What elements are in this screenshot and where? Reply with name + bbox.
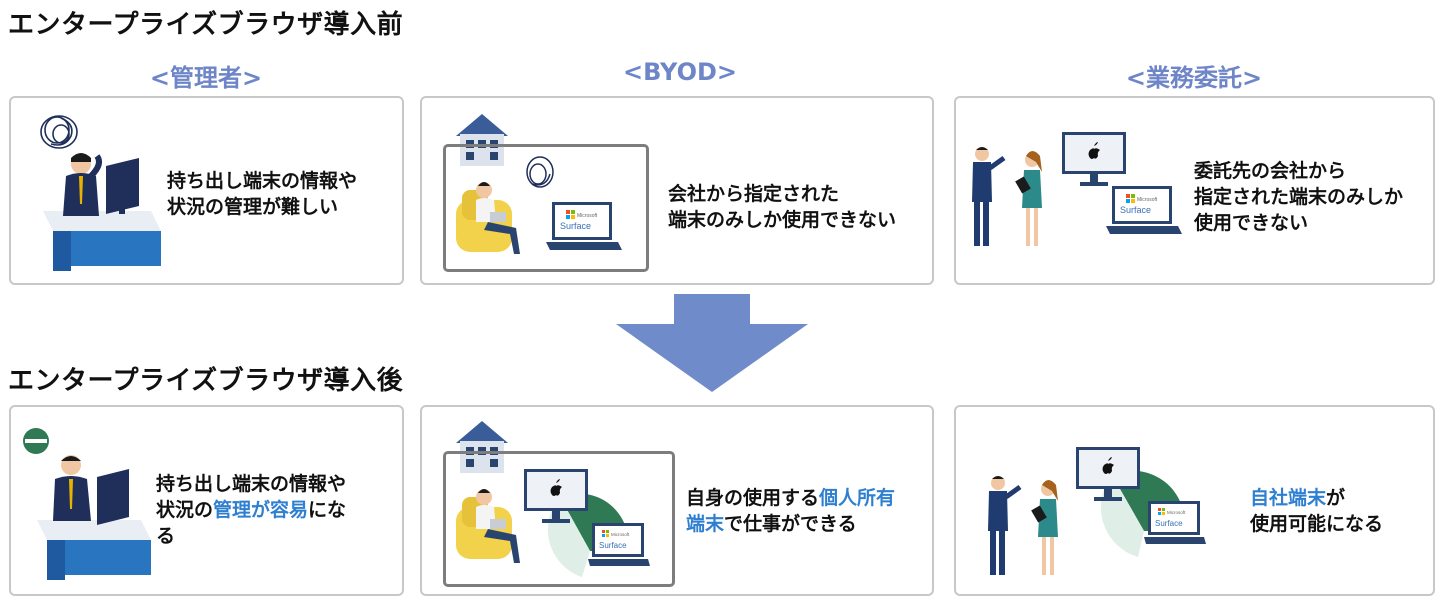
caption-line: 端末のみしか使用できない [668, 209, 897, 231]
person-on-sofa-worried-illustration [454, 150, 644, 265]
surface-laptop-illustration: Microsoft Surface [546, 200, 622, 252]
person-on-sofa-illustration [454, 467, 544, 577]
caption-line: 会社から指定された [668, 183, 840, 205]
surface-label-text: Surface [1120, 205, 1151, 215]
caption-admin-after: 持ち出し端末の情報や 状況の管理が容易にな る [156, 471, 346, 549]
card-admin-after: 持ち出し端末の情報や 状況の管理が容易にな る [9, 405, 404, 596]
caption-text: 状況の [156, 499, 214, 521]
home-frame [443, 451, 675, 587]
caption-text: で仕事ができる [724, 513, 857, 535]
caption-line: 自身の使用する個人所有 [686, 485, 895, 511]
column-title-admin: <管理者> [149, 64, 263, 92]
caption-line: 持ち出し端末の情報や [167, 170, 358, 192]
caption-line: 指定された端末のみしか [1194, 186, 1404, 208]
surface-label-text: Surface [1155, 519, 1183, 528]
caption-highlight: 管理が容易 [213, 499, 309, 521]
column-title-outsourcing: <業務委託> [1125, 64, 1263, 92]
caption-line: る [156, 525, 176, 547]
card-byod-after: Microsoft Surface 自身の使用する個人所有 端末で仕事ができる [420, 405, 934, 596]
caption-highlight: 個人所有 [819, 487, 896, 509]
caption-text: 自身の使用する [686, 487, 820, 509]
admin-relaxed-illustration [21, 425, 171, 585]
section-title-before: エンタープライズブラウザ導入前 [8, 10, 404, 40]
caption-outsourcing-before: 委託先の会社から 指定された端末のみしか 使用できない [1194, 158, 1403, 236]
section-title-after: エンタープライズブラウザ導入後 [8, 366, 404, 396]
two-business-people-illustration [962, 138, 1062, 253]
column-title-byod: <BYOD> [622, 58, 738, 86]
caption-text: にな [308, 499, 347, 521]
caption-highlight: 端末 [686, 513, 725, 535]
surface-brand-text: Microsoft [611, 532, 630, 537]
caption-line: 使用可能になる [1250, 513, 1384, 535]
caption-byod-before: 会社から指定された 端末のみしか使用できない [668, 181, 896, 233]
owned-devices-illustration: Microsoft Surface [520, 467, 650, 579]
caption-line: 自社端末が [1250, 485, 1383, 511]
admin-worried-illustration [21, 106, 171, 276]
surface-laptop-illustration: Microsoft Surface [1106, 184, 1182, 236]
apple-monitor-illustration [1060, 130, 1130, 190]
caption-highlight: 自社端末 [1250, 487, 1327, 509]
card-outsourcing-before: Microsoft Surface 委託先の会社から 指定された端末のみしか 使… [954, 96, 1435, 285]
caption-line: 使用できない [1194, 212, 1309, 234]
card-admin-before: 持ち出し端末の情報や 状況の管理が難しい [9, 96, 404, 285]
caption-text: が [1326, 487, 1346, 509]
caption-line: 状況の管理が難しい [167, 196, 339, 218]
caption-outsourcing-after: 自社端末が 使用可能になる [1250, 485, 1383, 537]
caption-admin-before: 持ち出し端末の情報や 状況の管理が難しい [167, 168, 357, 220]
card-byod-before: Microsoft Surface 会社から指定された 端末のみしか使用できない [420, 96, 934, 285]
caption-line: 委託先の会社から [1194, 160, 1347, 182]
surface-label-text: Surface [599, 541, 627, 550]
caption-line: 端末で仕事ができる [686, 511, 895, 537]
card-outsourcing-after: Microsoft Surface 自社端末が 使用可能になる [954, 405, 1435, 596]
surface-brand-text: Microsoft [1137, 197, 1158, 203]
surface-label-text: Surface [560, 221, 591, 231]
surface-brand-text: Microsoft [577, 213, 598, 219]
caption-line: 持ち出し端末の情報や [156, 473, 347, 495]
down-arrow [616, 294, 808, 392]
caption-line: 状況の管理が容易にな [156, 497, 346, 523]
home-frame [443, 144, 649, 272]
surface-brand-text: Microsoft [1167, 510, 1186, 515]
company-devices-illustration: Microsoft Surface [1072, 445, 1212, 557]
caption-byod-after: 自身の使用する個人所有 端末で仕事ができる [686, 485, 895, 537]
two-business-people-illustration [978, 467, 1078, 582]
house-illustration [452, 415, 512, 475]
